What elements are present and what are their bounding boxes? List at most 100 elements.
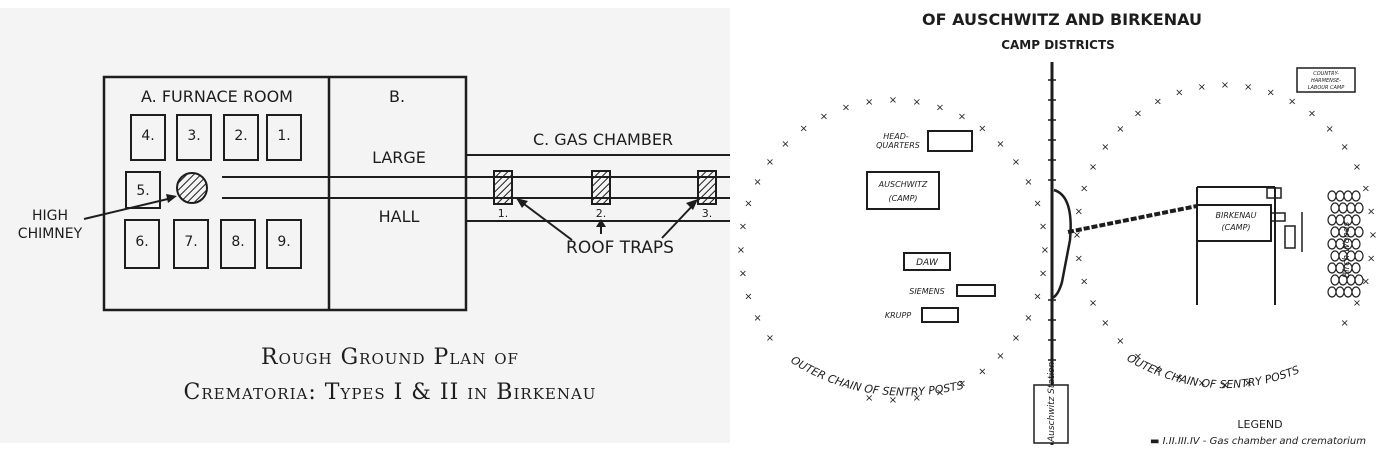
sentry-post-mark: × bbox=[1367, 207, 1375, 218]
tree-symbol bbox=[1354, 202, 1364, 214]
arrowhead bbox=[516, 198, 528, 208]
auschwitz-label-1: AUSCHWITZ bbox=[878, 180, 928, 189]
station-box bbox=[1033, 384, 1069, 444]
sentry-post-mark: × bbox=[1041, 245, 1049, 256]
headquarters-label-2: QUARTERS bbox=[876, 141, 920, 150]
caption-line1: Rough Ground Plan of bbox=[261, 345, 519, 370]
sentry-post-mark: × bbox=[753, 177, 761, 188]
country-label-1: COUNTRY- bbox=[1313, 71, 1339, 77]
sentry-label-left: OUTER CHAIN OF SENTRY POSTS bbox=[788, 354, 964, 399]
sentry-post-mark: × bbox=[1075, 254, 1083, 265]
sentry-post-mark: × bbox=[996, 139, 1004, 150]
tree-symbol bbox=[1354, 274, 1364, 286]
sentry-post-mark: × bbox=[1221, 80, 1229, 91]
roof-traps-label: ROOF TRAPS bbox=[566, 238, 674, 258]
oven-label: 6. bbox=[135, 234, 148, 250]
sentry-post-mark: × bbox=[1244, 82, 1252, 93]
sentry-post-mark: × bbox=[913, 97, 921, 108]
large-label: LARGE bbox=[372, 148, 426, 167]
oven-6 bbox=[124, 219, 160, 269]
arrowhead bbox=[596, 219, 606, 227]
sentry-post-mark: × bbox=[1267, 87, 1275, 98]
tree-symbol bbox=[1330, 250, 1340, 262]
birch-woods bbox=[1327, 190, 1364, 298]
headquarters-label-1: HEAD- bbox=[883, 132, 909, 141]
legend-entry: ▬ I.II.III.IV - Gas chamber and cremator… bbox=[1150, 436, 1366, 447]
sentry-post-mark: × bbox=[889, 395, 897, 406]
sentry-post-mark: × bbox=[936, 102, 944, 113]
chimney-label-line1: HIGH bbox=[32, 208, 68, 224]
tree-symbol bbox=[1327, 262, 1337, 274]
sentry-label-right: OUTER CHAIN OF SENTRY POSTS bbox=[1125, 351, 1302, 391]
furnace-room-label: A. FURNACE ROOM bbox=[141, 87, 293, 106]
oven-label: 3. bbox=[187, 128, 200, 144]
sentry-post-mark: × bbox=[1033, 291, 1041, 302]
camp-map-panel: OF AUSCHWITZ AND BIRKENAU CAMP DISTRICTS… bbox=[737, 10, 1377, 447]
station-loop bbox=[1051, 188, 1072, 300]
sentry-post-mark: × bbox=[1367, 254, 1375, 265]
sentry-post-mark: × bbox=[1134, 351, 1142, 362]
panel-gap bbox=[730, 0, 734, 461]
sentry-post-mark: × bbox=[1075, 207, 1083, 218]
sentry-post-mark: × bbox=[1033, 199, 1041, 210]
sentry-post-mark: × bbox=[1134, 109, 1142, 120]
oven-8 bbox=[220, 219, 256, 269]
headquarters-building bbox=[927, 130, 973, 152]
tree-symbol bbox=[1351, 262, 1361, 274]
sentry-post-mark: × bbox=[1353, 162, 1361, 173]
sentry-post-mark: × bbox=[1154, 96, 1162, 107]
railway-ties bbox=[1048, 79, 1056, 361]
sentry-post-mark: × bbox=[1080, 184, 1088, 195]
sentry-post-mark: × bbox=[1101, 318, 1109, 329]
tree-symbol bbox=[1327, 286, 1337, 298]
country-label-2: HARMENSE- bbox=[1311, 78, 1341, 84]
daw-building bbox=[903, 252, 951, 271]
tree-symbol bbox=[1330, 202, 1340, 214]
oven-7 bbox=[173, 219, 209, 269]
tree-symbol bbox=[1351, 286, 1361, 298]
trap-number: 1. bbox=[498, 207, 509, 220]
chimney-arrow bbox=[83, 197, 173, 220]
sentry-post-mark: × bbox=[739, 222, 747, 233]
sentry-post-mark: × bbox=[1073, 230, 1081, 241]
hall-letter-label: B. bbox=[389, 87, 405, 106]
woods-label: Birch Woods bbox=[1342, 221, 1352, 278]
gas-chamber-label: C. GAS CHAMBER bbox=[533, 130, 673, 149]
tree-symbol bbox=[1343, 286, 1353, 298]
sentry-post-mark: × bbox=[1116, 336, 1124, 347]
ground-plan-panel: A. FURNACE ROOM B. LARGE HALL 4. 3. 2. 1… bbox=[0, 8, 730, 443]
connecting-road bbox=[1067, 204, 1198, 234]
plan-paper bbox=[0, 8, 730, 443]
crematorium-marker bbox=[1266, 187, 1282, 199]
legend-title: LEGEND bbox=[1237, 418, 1282, 431]
caption-line2: Crematoria: Types I & II in Birkenau bbox=[184, 380, 597, 405]
sentry-post-mark: × bbox=[1362, 184, 1370, 195]
sentry-post-mark: × bbox=[1116, 124, 1124, 135]
sentry-post-mark: × bbox=[865, 97, 873, 108]
building-outline bbox=[102, 75, 468, 312]
sentry-post-mark: × bbox=[1369, 230, 1377, 241]
oven-5 bbox=[125, 171, 161, 209]
roof-trap-1 bbox=[493, 170, 513, 205]
sentry-post-mark: × bbox=[1308, 109, 1316, 120]
sentry-post-mark: × bbox=[1089, 162, 1097, 173]
sentry-post-mark: × bbox=[1341, 142, 1349, 153]
sentry-post-mark: × bbox=[737, 245, 745, 256]
tree-symbol bbox=[1354, 226, 1364, 238]
sentry-post-mark: × bbox=[1326, 124, 1334, 135]
birkenau-label-2: (CAMP) bbox=[1221, 223, 1250, 232]
trap-number: 2. bbox=[596, 207, 607, 220]
tree-symbol bbox=[1351, 214, 1361, 226]
crematorium-marker bbox=[1284, 225, 1296, 249]
sentry-post-mark: × bbox=[1089, 298, 1097, 309]
sentry-post-mark: × bbox=[996, 351, 1004, 362]
oven-label: 7. bbox=[184, 234, 197, 250]
oven-label: 8. bbox=[231, 234, 244, 250]
sentry-post-mark: × bbox=[913, 393, 921, 404]
country-label-3: LABOUR CAMP bbox=[1308, 85, 1345, 91]
sentry-post-mark: × bbox=[766, 333, 774, 344]
sentry-post-mark: × bbox=[978, 366, 986, 377]
sentry-post-mark: × bbox=[1175, 87, 1183, 98]
tree-symbol bbox=[1354, 250, 1364, 262]
